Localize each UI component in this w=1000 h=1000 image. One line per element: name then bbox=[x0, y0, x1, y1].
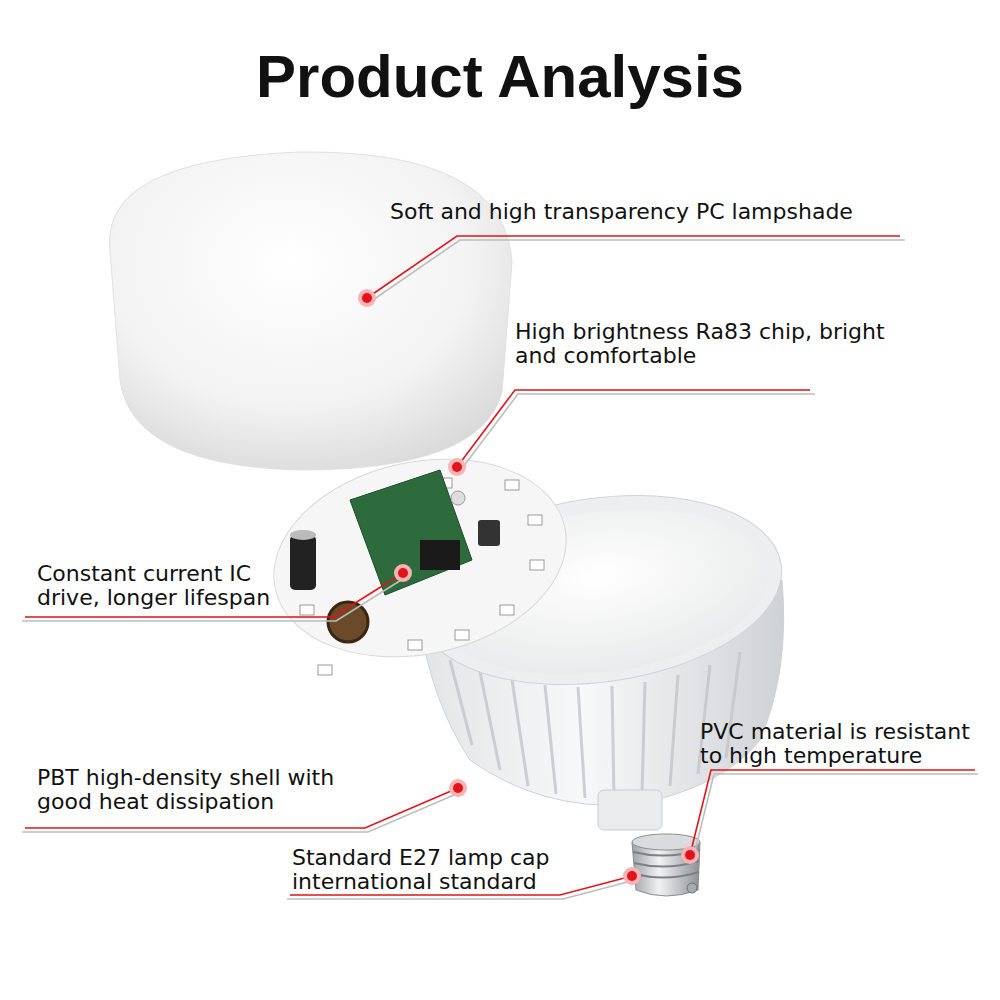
leader-lines bbox=[22, 236, 978, 899]
title: Product Analysis bbox=[0, 42, 1000, 112]
callout-label: Standard E27 lamp cap international stan… bbox=[292, 846, 567, 894]
callout-dots bbox=[358, 289, 699, 885]
led-board bbox=[255, 433, 584, 682]
lamp-cap bbox=[632, 834, 700, 896]
callout-label: Soft and high transparency PC lampshade bbox=[390, 200, 950, 224]
callout-label: PBT high-density shell with good heat di… bbox=[37, 766, 357, 814]
callout-label: PVC material is resistant to high temper… bbox=[700, 720, 985, 768]
callout-label: High brightness Ra83 chip, bright and co… bbox=[515, 320, 915, 368]
callout-label: Constant current IC drive, longer lifesp… bbox=[37, 562, 287, 610]
